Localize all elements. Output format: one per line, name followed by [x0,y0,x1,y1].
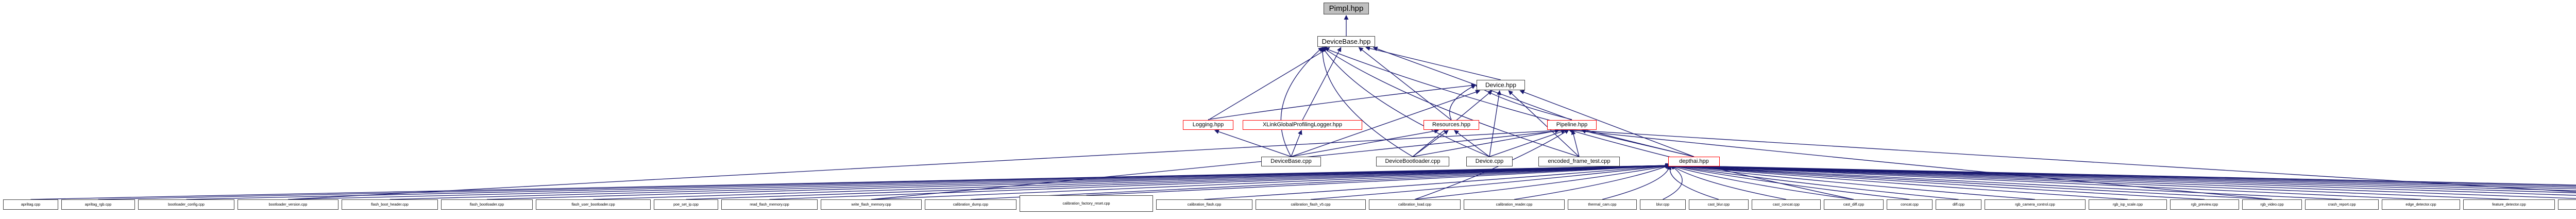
node-label: DeviceBase.hpp [1321,37,1371,45]
node-label: calibration_factory_reset.cpp [1062,201,1110,206]
node-label: DeviceBase.cpp [1270,158,1312,164]
node-label: Pipeline.hpp [1556,121,1588,128]
node-label: crash_report.cpp [2328,202,2356,207]
node-label: flash_boot_header.cpp [371,202,409,207]
leaf-node-bootloader-config-cpp[interactable]: bootloader_config.cpp [138,199,234,210]
leaf-node-apriltag-cpp[interactable]: apriltag.cpp [3,199,58,210]
leaf-node-calibration-flash-v5-cpp[interactable]: calibration_flash_v5.cpp [1256,199,1366,210]
node-label: calibration_reader.cpp [1496,202,1533,207]
node-pipeline-hpp[interactable]: Pipeline.hpp [1547,120,1597,130]
node-label: calibration_dump.cpp [953,202,989,207]
node-label: rgb_video.cpp [2260,202,2284,207]
node-label: Logging.hpp [1192,121,1224,128]
node-label: Device.hpp [1485,81,1517,89]
node-label: XLinkGlobalProfilingLogger.hpp [1262,121,1343,128]
leaf-node-apriltag-rgb-cpp[interactable]: apriltag_rgb.cpp [61,199,135,210]
node-label: read_flash_memory.cpp [750,202,789,207]
node-depthai-hpp[interactable]: depthai.hpp [1668,157,1720,166]
node-label: Pimpl.hpp [1329,4,1364,13]
node-label: write_flash_memory.cpp [851,202,891,207]
leaf-node-cast-blur-cpp[interactable]: cast_blur.cpp [1689,199,1749,210]
node-label: feature_detector.cpp [2492,202,2526,207]
leaf-node-flash-boot-header-cpp[interactable]: flash_boot_header.cpp [342,199,438,210]
node-label: flash_bootloader.cpp [469,202,504,207]
node-label: concat.cpp [1901,202,1919,207]
leaf-node-poe-set-ip-cpp[interactable]: poe_set_ip.cpp [654,199,718,210]
leaf-node-concat-cpp[interactable]: concat.cpp [1887,199,1933,210]
leaf-node-blur-cpp[interactable]: blur.cpp [1640,199,1686,210]
leaf-node-diff-cpp[interactable]: diff.cpp [1936,199,1981,210]
node-label: flash_user_bootloader.cpp [571,202,615,207]
node-label: apriltag_rgb.cpp [84,202,112,207]
leaf-node-feature-tracker-cpp[interactable]: feature_tracker.cpp [2558,199,2576,210]
node-label: calibration_flash_v5.cpp [1291,202,1331,207]
leaf-node-flash-bootloader-cpp[interactable]: flash_bootloader.cpp [441,199,533,210]
leaf-node-crash-report-cpp[interactable]: crash_report.cpp [2305,199,2379,210]
node-devicebase-hpp[interactable]: DeviceBase.hpp [1317,36,1375,47]
node-label: rgb_camera_control.cpp [2015,202,2055,207]
node-logging-hpp[interactable]: Logging.hpp [1183,120,1233,130]
node-resources-hpp[interactable]: Resources.hpp [1423,120,1479,130]
leaf-node-thermal-cam-cpp[interactable]: thermal_cam.cpp [1568,199,1637,210]
node-label: diff.cpp [1952,202,1965,207]
node-label: poe_set_ip.cpp [673,202,699,207]
leaf-node-rgb-isp-scale-cpp[interactable]: rgb_isp_scale.cpp [2089,199,2167,210]
node-root[interactable]: Pimpl.hpp [1324,3,1369,14]
node-label: blur.cpp [1656,202,1670,207]
node-devicebootloader-cpp[interactable]: DeviceBootloader.cpp [1376,157,1449,166]
node-device-cpp[interactable]: Device.cpp [1466,157,1513,166]
node-label: DeviceBootloader.cpp [1385,158,1440,164]
leaf-node-calibration-load-cpp[interactable]: calibration_load.cpp [1369,199,1461,210]
leaf-node-rgb-video-cpp[interactable]: rgb_video.cpp [2242,199,2302,210]
leaf-node-calibration-flash-cpp[interactable]: calibration_flash.cpp [1156,199,1252,210]
node-label: calibration_load.cpp [1398,202,1431,207]
leaf-node-calibration-reader-cpp[interactable]: calibration_reader.cpp [1464,199,1565,210]
node-xlinkglobalprofilinglogger-hpp[interactable]: XLinkGlobalProfilingLogger.hpp [1243,120,1362,130]
node-label: edge_detector.cpp [2405,202,2436,207]
node-label: bootloader_version.cpp [268,202,308,207]
leaf-node-feature-detector-cpp[interactable]: feature_detector.cpp [2463,199,2555,210]
leaf-node-flash-user-bootloader-cpp[interactable]: flash_user_bootloader.cpp [536,199,651,210]
node-label: encoded_frame_test.cpp [1548,158,1611,164]
node-devicebase-cpp[interactable]: DeviceBase.cpp [1261,157,1321,166]
leaf-node-rgb-camera-control-cpp[interactable]: rgb_camera_control.cpp [1985,199,2086,210]
node-device-hpp[interactable]: Device.hpp [1477,80,1525,90]
node-label: calibration_flash.cpp [1187,202,1222,207]
leaf-node-cast-diff-cpp[interactable]: cast_diff.cpp [1824,199,1884,210]
node-encoded-frame-test-cpp[interactable]: encoded_frame_test.cpp [1538,157,1620,166]
node-label: rgb_isp_scale.cpp [2113,202,2143,207]
node-label: thermal_cam.cpp [1588,202,1617,207]
leaf-node-edge-detector-cpp[interactable]: edge_detector.cpp [2382,199,2460,210]
node-label: cast_concat.cpp [1773,202,1800,207]
node-label: rgb_preview.cpp [2191,202,2218,207]
node-label: apriltag.cpp [21,202,41,207]
leaf-node-cast-concat-cpp[interactable]: cast_concat.cpp [1752,199,1821,210]
node-label: depthai.hpp [1679,158,1709,164]
node-label: cast_blur.cpp [1707,202,1730,207]
node-label: Device.cpp [1475,158,1504,164]
node-label: bootloader_config.cpp [168,202,205,207]
leaf-node-bootloader-version-cpp[interactable]: bootloader_version.cpp [238,199,338,210]
node-label: Resources.hpp [1432,121,1470,128]
node-label: cast_diff.cpp [1843,202,1865,207]
leaf-node-calibration-dump-cpp[interactable]: calibration_dump.cpp [925,199,1016,210]
leaf-node-calibration-factory-reset-cpp[interactable]: calibration_factory_reset.cpp [1020,195,1153,212]
leaf-node-rgb-preview-cpp[interactable]: rgb_preview.cpp [2170,199,2239,210]
leaf-node-read-flash-memory-cpp[interactable]: read_flash_memory.cpp [721,199,818,210]
leaf-node-write-flash-memory-cpp[interactable]: write_flash_memory.cpp [821,199,922,210]
